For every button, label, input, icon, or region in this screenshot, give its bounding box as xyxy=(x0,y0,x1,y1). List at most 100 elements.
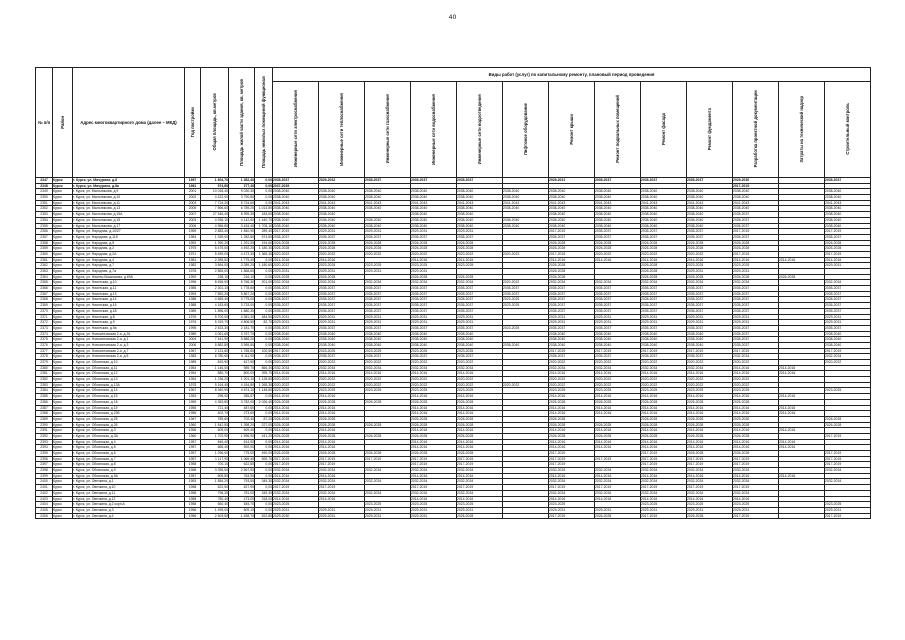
row-work-period xyxy=(823,273,872,281)
row-work-period: 2026-2028 xyxy=(456,512,503,520)
row-work-period: 2014-2016 xyxy=(823,256,872,264)
header-work-2: Инженерные сети теплоснабжения xyxy=(318,81,365,178)
row-work-period xyxy=(823,489,872,497)
row-work-period: 2026-2028 xyxy=(823,415,872,423)
header-year: Год постройки xyxy=(184,67,201,178)
row-work-period: 2038-2040 xyxy=(823,330,872,338)
row-work-period: 2023-2025 xyxy=(823,387,872,395)
row-work-period: 2017-2019 xyxy=(823,450,872,457)
header-living-area: Площадь жилой части здания, кв. метров xyxy=(228,67,255,178)
row-work-period: 2017-2019 xyxy=(548,512,595,520)
row-work-period: 2029-2030 xyxy=(272,512,319,520)
row-work-period: 2032-2034 xyxy=(823,353,872,360)
capital-repair-table-container: № п/п Район Адрес многоквартирного дома … xyxy=(35,67,872,520)
row-work-period: 2035-2037 xyxy=(823,307,872,315)
row-work-period: 2038-2040 xyxy=(823,336,872,343)
header-work-6: Лифтовое оборудование xyxy=(502,81,549,178)
row-work-period xyxy=(823,427,872,434)
row-work-period: 2017-2019 xyxy=(823,432,872,440)
row-work-period xyxy=(823,398,872,406)
capital-repair-table: № п/п Район Адрес многоквартирного дома … xyxy=(35,67,872,520)
row-work-period xyxy=(823,484,872,491)
row-work-period: 2029-2031 xyxy=(410,512,457,520)
row-work-period: 2029-2031 xyxy=(823,319,872,326)
row-work-period: 2017-2019 xyxy=(823,455,872,463)
header-work-1: Инженерные сети электроснабжения xyxy=(272,81,319,178)
row-total-area: 2 603,50 xyxy=(200,512,229,520)
header-work-12: Затраты на технический надзор xyxy=(778,81,825,178)
row-work-period: 2020-2022 xyxy=(823,359,872,366)
row-work-period: 2032-2034 xyxy=(823,467,872,474)
row-work-period xyxy=(823,444,872,451)
row-work-period: 2017-2019 xyxy=(640,512,687,520)
row-work-period: 2029-2031 xyxy=(823,262,872,269)
row-year: 1956 xyxy=(184,512,201,520)
row-work-period xyxy=(502,512,549,520)
row-address: г. Курск, ул. Овечкина, д.4 xyxy=(72,512,185,520)
row-work-period: 2032-2034 xyxy=(823,279,872,287)
header-address: Адрес многоквартирного дома (далее – МКД… xyxy=(72,67,185,178)
header-work-3: Инженерные сети газоснабжения xyxy=(364,81,411,178)
row-work-period xyxy=(823,376,872,383)
header-work-8: Ремонт подвальных помещений xyxy=(594,81,641,178)
row-work-period xyxy=(823,381,872,389)
row-work-period: 2038-2040 xyxy=(823,341,872,349)
row-work-period xyxy=(823,393,872,400)
row-work-period xyxy=(823,495,872,503)
table-header: № п/п Район Адрес многоквартирного дома … xyxy=(35,67,872,178)
row-work-period: 2026-2028 xyxy=(823,421,872,429)
row-work-period: 2029-2031 xyxy=(364,512,411,520)
row-work-period: 2023-2025 xyxy=(823,501,872,508)
row-work-period: 2035-2037 xyxy=(823,296,872,304)
header-num: № п/п xyxy=(35,67,53,178)
row-work-period: 2017-2019 xyxy=(823,461,872,469)
row-nonliving-area: 522,80 xyxy=(254,512,273,520)
row-work-period: 2017-2019 xyxy=(732,512,779,520)
header-work-13: Строительный контроль xyxy=(823,81,872,178)
row-work-period: 2017-2019 xyxy=(823,347,872,355)
